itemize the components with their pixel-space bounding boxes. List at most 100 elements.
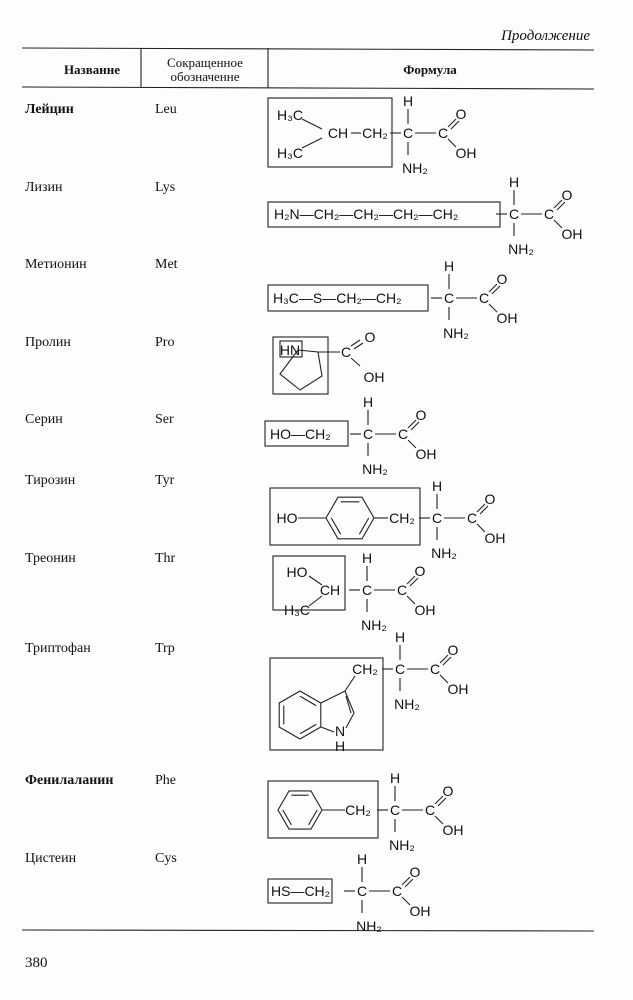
pyrrolidine-ring-icon	[279, 349, 323, 391]
bond	[401, 876, 411, 886]
bond	[437, 797, 447, 807]
atom-label: H	[403, 93, 413, 109]
atom-label: C	[403, 125, 413, 141]
atom-label: CH₂	[362, 125, 388, 141]
atom-label: H₃C	[277, 107, 303, 123]
amino-acid-abbr: Lys	[155, 180, 175, 195]
amino-acid-abbr: Leu	[155, 102, 177, 117]
bond	[434, 815, 444, 825]
amino-acid-abbr: Trp	[155, 641, 175, 656]
amino-acid-abbr: Met	[155, 257, 178, 272]
pyrrole-ring-icon	[320, 690, 355, 729]
bond	[301, 137, 323, 149]
amino-acid-name: Треонин	[25, 551, 76, 566]
bond	[301, 118, 323, 130]
atom-label: O	[485, 491, 496, 507]
bond	[330, 517, 342, 535]
atom-label: HO—CH₂	[270, 426, 331, 442]
atom-label: O	[416, 407, 427, 423]
atom-label: CH₂	[389, 510, 415, 526]
atom-label: C	[395, 661, 405, 677]
atom-label: H	[390, 770, 400, 786]
atom-label: HS—CH₂	[271, 883, 330, 899]
atom-label: O	[415, 563, 426, 579]
amino-acid-name: Лизин	[25, 180, 63, 195]
benzene-ring-icon	[277, 790, 323, 830]
bond	[556, 201, 566, 211]
atom-label: O	[410, 864, 421, 880]
atom-label: NH₂	[431, 545, 457, 561]
atom-label: CH	[328, 125, 348, 141]
bond	[409, 577, 419, 587]
bond	[350, 357, 361, 367]
side-chain-box	[272, 555, 346, 611]
bond	[353, 342, 364, 350]
bond	[488, 283, 498, 293]
atom-label: NH₂	[402, 160, 428, 176]
atom-label: OH	[497, 310, 518, 326]
atom-label: O	[443, 783, 454, 799]
amino-acid-name: Фенилаланин	[25, 773, 113, 788]
header-abbr-line1: Сокращенное	[167, 55, 243, 70]
atom-label: H₃C—S—CH₂—CH₂	[273, 290, 402, 306]
bond	[308, 595, 323, 607]
bond	[344, 675, 356, 692]
side-chain-box	[269, 657, 384, 751]
bond	[406, 595, 416, 605]
amino-acid-name: Серин	[25, 412, 63, 427]
atom-label: C	[544, 206, 554, 222]
table-header-rule	[21, 86, 595, 90]
bond	[410, 421, 420, 431]
bond	[299, 723, 317, 735]
amino-acid-abbr: Cys	[155, 851, 177, 866]
atom-label: CH	[320, 582, 340, 598]
atom-label: H	[363, 394, 373, 410]
atom-label: H₃C	[277, 145, 303, 161]
atom-label: H	[335, 738, 345, 754]
atom-label: H	[362, 550, 372, 566]
atom-label: HN	[280, 342, 300, 358]
bond	[479, 505, 489, 515]
amino-acid-abbr: Ser	[155, 412, 174, 427]
atom-label: H₃C	[284, 602, 310, 618]
atom-label: H₂N—CH₂—CH₂—CH₂—CH₂	[274, 206, 458, 222]
atom-label: OH	[485, 530, 506, 546]
header-name: Названне	[64, 62, 120, 77]
atom-label: NH₂	[508, 241, 534, 257]
bond	[358, 517, 370, 535]
amino-acid-name: Пролин	[25, 335, 71, 350]
bond	[308, 809, 318, 826]
header-formula: Формула	[403, 62, 457, 77]
side-chain-box	[264, 420, 349, 447]
bond	[404, 878, 414, 888]
atom-label: OH	[416, 446, 437, 462]
atom-label: C	[390, 802, 400, 818]
amino-acid-name: Тирозин	[25, 473, 76, 488]
atom-label: C	[425, 802, 435, 818]
atom-label: C	[362, 582, 372, 598]
bond	[439, 654, 449, 664]
atom-label: C	[430, 661, 440, 677]
atom-label: NH₂	[361, 617, 387, 633]
amino-acid-name: Триптофан	[25, 641, 91, 656]
amino-acid-name: Цистеин	[25, 851, 77, 866]
atom-label: C	[432, 510, 442, 526]
atom-label: HO	[277, 510, 298, 526]
atom-label: C	[467, 510, 477, 526]
bond	[308, 575, 323, 586]
atom-label: C	[363, 426, 373, 442]
atom-label: NH₂	[443, 325, 469, 341]
atom-label: O	[456, 106, 467, 122]
running-head: Продолжение	[500, 28, 590, 44]
bond	[439, 674, 449, 684]
atom-label: C	[341, 344, 351, 360]
